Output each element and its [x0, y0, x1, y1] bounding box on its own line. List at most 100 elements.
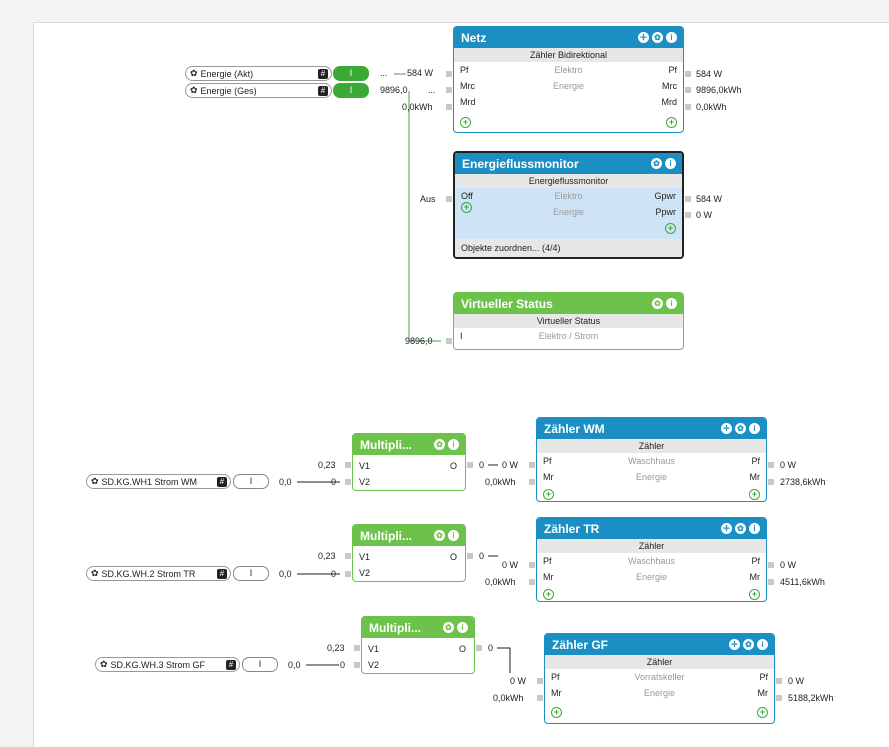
gear-icon[interactable]: ✿ — [434, 530, 445, 541]
input-energie-akt[interactable]: ✿ Energie (Akt) # — [185, 66, 332, 81]
add-icon[interactable]: + — [749, 489, 760, 500]
port-out-ppwr[interactable]: Ppwr — [655, 207, 676, 217]
port-out-o[interactable]: O — [458, 644, 466, 654]
input-energie-ges[interactable]: ✿ Energie (Ges) # — [185, 83, 332, 98]
add-icon[interactable]: + — [666, 117, 677, 128]
port-in-v2[interactable]: V2 — [368, 660, 380, 670]
port-in-mrd[interactable]: Mrd — [460, 97, 476, 107]
input-sd-kg-wh2[interactable]: ✿ SD.KG.WH.2 Strom TR # — [86, 566, 231, 581]
toggle-sd-kg-wh2[interactable]: I — [233, 566, 269, 581]
port-connector[interactable] — [685, 104, 691, 110]
move-icon[interactable]: ✛ — [638, 32, 649, 43]
port-in-pf[interactable]: Pf — [460, 65, 469, 75]
move-icon[interactable]: ✛ — [729, 639, 740, 650]
info-icon[interactable]: i — [749, 523, 760, 534]
port-connector[interactable] — [776, 695, 782, 701]
port-in-off[interactable]: Off — [461, 191, 473, 201]
hash-icon[interactable]: # — [318, 68, 328, 79]
block-header[interactable]: Energieflussmonitor ✿ i — [455, 153, 682, 174]
port-connector[interactable] — [685, 87, 691, 93]
port-in-mr[interactable]: Mr — [551, 688, 562, 698]
port-connector[interactable] — [345, 462, 351, 468]
add-icon[interactable]: + — [551, 707, 562, 718]
port-connector[interactable] — [467, 553, 473, 559]
port-out-pf[interactable]: Pf — [759, 672, 768, 682]
port-in-mrc[interactable]: Mrc — [460, 81, 475, 91]
info-icon[interactable]: i — [666, 298, 677, 309]
port-out-pf[interactable]: Pf — [751, 456, 760, 466]
port-in-pf[interactable]: Pf — [551, 672, 560, 682]
toggle-energie-ges[interactable]: I — [333, 83, 369, 98]
hash-icon[interactable]: # — [217, 568, 227, 579]
port-connector[interactable] — [354, 662, 360, 668]
port-connector[interactable] — [446, 196, 452, 202]
toggle-sd-kg-wh3[interactable]: I — [242, 657, 278, 672]
gear-icon[interactable]: ✿ — [652, 32, 663, 43]
add-icon[interactable]: + — [757, 707, 768, 718]
block-header[interactable]: Virtueller Status ✿ i — [454, 293, 683, 314]
info-icon[interactable]: i — [749, 423, 760, 434]
port-out-mrd[interactable]: Mrd — [661, 97, 678, 107]
move-icon[interactable]: ✛ — [721, 423, 732, 434]
toggle-energie-akt[interactable]: I — [333, 66, 369, 81]
info-icon[interactable]: i — [448, 439, 459, 450]
port-connector[interactable] — [768, 479, 774, 485]
port-out-mr[interactable]: Mr — [749, 572, 761, 582]
hash-icon[interactable]: # — [318, 85, 328, 96]
gear-icon[interactable]: ✿ — [735, 423, 746, 434]
port-in-pf[interactable]: Pf — [543, 556, 552, 566]
port-connector[interactable] — [476, 645, 482, 651]
port-out-o[interactable]: O — [449, 461, 457, 471]
block-header[interactable]: Zähler GF ✛✿i — [545, 634, 774, 655]
gear-icon[interactable]: ✿ — [443, 622, 454, 633]
port-connector[interactable] — [768, 462, 774, 468]
port-in-v1[interactable]: V1 — [359, 461, 371, 471]
block-header[interactable]: Zähler WM ✛✿i — [537, 418, 766, 439]
hash-icon[interactable]: # — [226, 659, 236, 670]
block-header[interactable]: Multipli... ✿i — [362, 617, 474, 638]
port-connector[interactable] — [537, 678, 543, 684]
gear-icon[interactable]: ✿ — [651, 158, 662, 169]
block-header[interactable]: Multipli... ✿i — [353, 525, 465, 546]
port-connector[interactable] — [685, 212, 691, 218]
port-connector[interactable] — [685, 196, 691, 202]
port-out-mr[interactable]: Mr — [749, 472, 761, 482]
add-icon[interactable]: + — [543, 489, 554, 500]
port-connector[interactable] — [685, 71, 691, 77]
port-connector[interactable] — [529, 462, 535, 468]
move-icon[interactable]: ✛ — [721, 523, 732, 534]
port-connector[interactable] — [467, 462, 473, 468]
assign-objects-link[interactable]: Objekte zuordnen... (4/4) — [455, 239, 682, 257]
add-icon[interactable]: + — [665, 223, 676, 234]
gear-icon[interactable]: ✿ — [190, 85, 198, 95]
port-out-mrc[interactable]: Mrc — [662, 81, 677, 91]
gear-icon[interactable]: ✿ — [652, 298, 663, 309]
port-in-mr[interactable]: Mr — [543, 572, 554, 582]
gear-icon[interactable]: ✿ — [743, 639, 754, 650]
port-connector[interactable] — [529, 562, 535, 568]
port-connector[interactable] — [446, 104, 452, 110]
hash-icon[interactable]: # — [217, 476, 227, 487]
port-connector[interactable] — [446, 338, 452, 344]
block-virtueller-status[interactable]: Virtueller Status ✿ i Virtueller Status … — [453, 292, 684, 350]
info-icon[interactable]: i — [666, 32, 677, 43]
gear-icon[interactable]: ✿ — [434, 439, 445, 450]
port-out-gpwr[interactable]: Gpwr — [654, 191, 676, 201]
port-in-pf[interactable]: Pf — [543, 456, 552, 466]
port-in-v1[interactable]: V1 — [359, 552, 371, 562]
port-out-pf[interactable]: Pf — [751, 556, 760, 566]
port-in-i[interactable]: I — [460, 331, 463, 341]
port-connector[interactable] — [345, 479, 351, 485]
port-connector[interactable] — [768, 579, 774, 585]
add-icon[interactable]: + — [543, 589, 554, 600]
port-out-pf[interactable]: Pf — [668, 65, 677, 75]
port-in-v2[interactable]: V2 — [359, 568, 371, 578]
info-icon[interactable]: i — [457, 622, 468, 633]
port-connector[interactable] — [446, 87, 452, 93]
